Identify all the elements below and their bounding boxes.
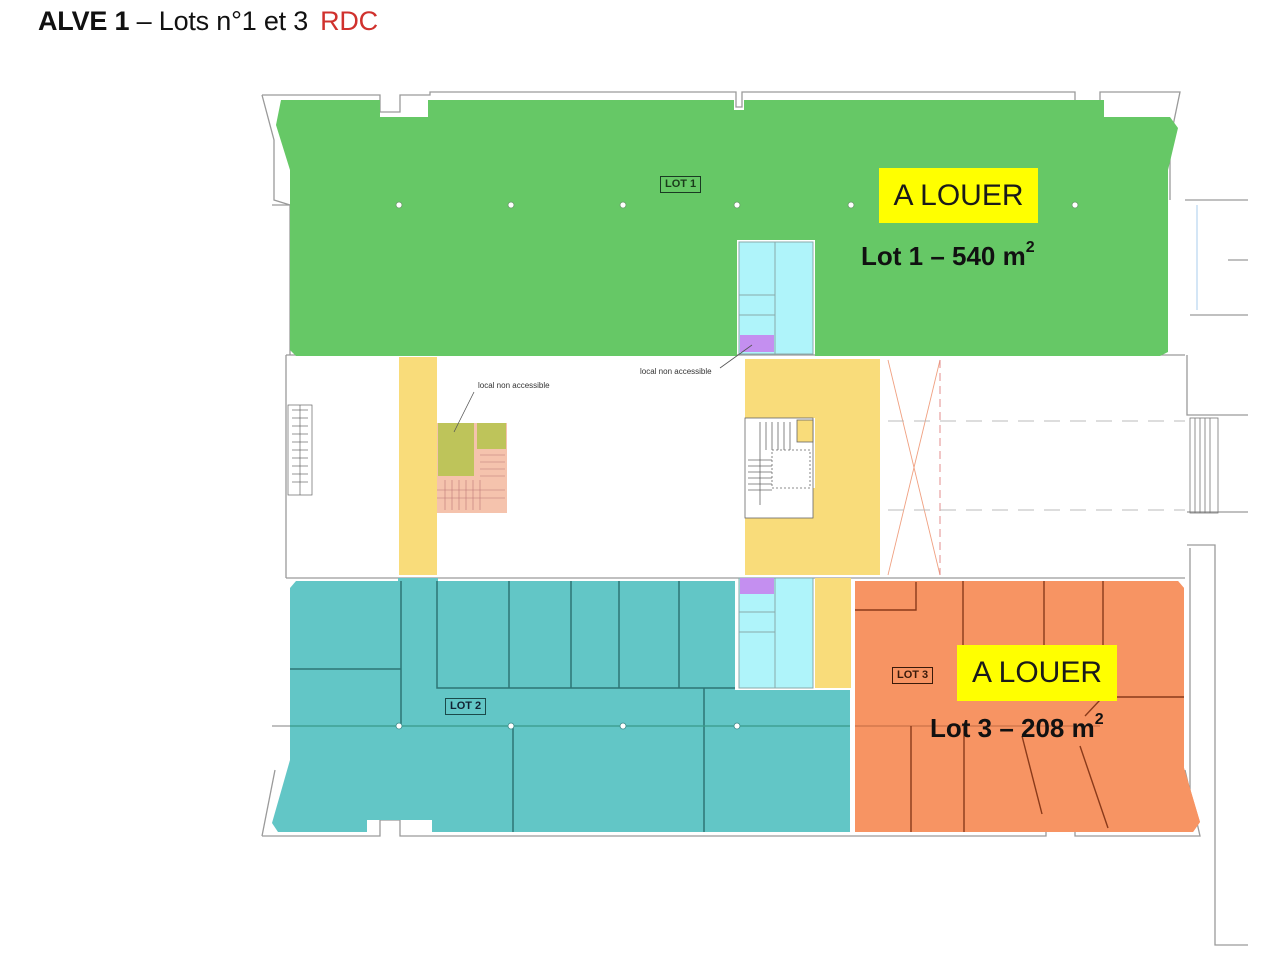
dashed-lines xyxy=(888,420,1185,511)
sanitary-block-bottom xyxy=(738,577,814,689)
lot-2-area xyxy=(272,578,850,832)
level-label: RDC xyxy=(320,6,378,36)
stair-right xyxy=(744,417,814,519)
note-non-accessible-left: local non accessible xyxy=(478,381,550,390)
lots-text: Lots n°1 et 3 xyxy=(158,6,309,36)
lot-1-area-unit-exponent: 2 xyxy=(1025,239,1035,256)
common-corridor-bottom xyxy=(815,578,851,688)
lot-1-tag: LOT 1 xyxy=(660,176,702,193)
common-corridor-left xyxy=(399,357,437,575)
lot-2-tag: LOT 2 xyxy=(445,698,487,715)
lot-3-area-unit-exponent: 2 xyxy=(1094,711,1104,728)
lot-2-walls xyxy=(290,581,850,832)
technical-room-bottom xyxy=(740,578,774,594)
title-separator: – xyxy=(129,6,159,36)
lot-1-status-badge: A LOUER xyxy=(879,168,1038,223)
stair-right-exterior xyxy=(1189,417,1219,514)
lot-3-status-badge: A LOUER xyxy=(957,645,1117,701)
void-cross xyxy=(887,359,941,576)
lot-3-area-text: Lot 3 – 208 m xyxy=(930,713,1095,743)
common-hall-right xyxy=(745,359,880,575)
lot-3-tag: LOT 3 xyxy=(892,667,934,684)
technical-room-top xyxy=(740,335,774,352)
note-non-accessible-right: local non accessible xyxy=(640,367,712,376)
lot-1-area-label: Lot 1 – 540 m2 xyxy=(861,239,1035,272)
column-markers xyxy=(395,201,1079,209)
lot-3-area-label: Lot 3 – 208 m2 xyxy=(930,711,1104,744)
non-accessible-room-2 xyxy=(477,423,506,449)
building-name: ALVE 1 xyxy=(38,6,130,36)
stair-far-left xyxy=(287,404,313,496)
page-title: ALVE 1 – Lots n°1 et 3 RDC xyxy=(38,6,378,37)
lot-1-area xyxy=(276,100,1178,356)
lot-1-area-text: Lot 1 – 540 m xyxy=(861,241,1026,271)
lot-3-walls xyxy=(855,581,1184,832)
non-accessible-room-1 xyxy=(438,423,474,476)
